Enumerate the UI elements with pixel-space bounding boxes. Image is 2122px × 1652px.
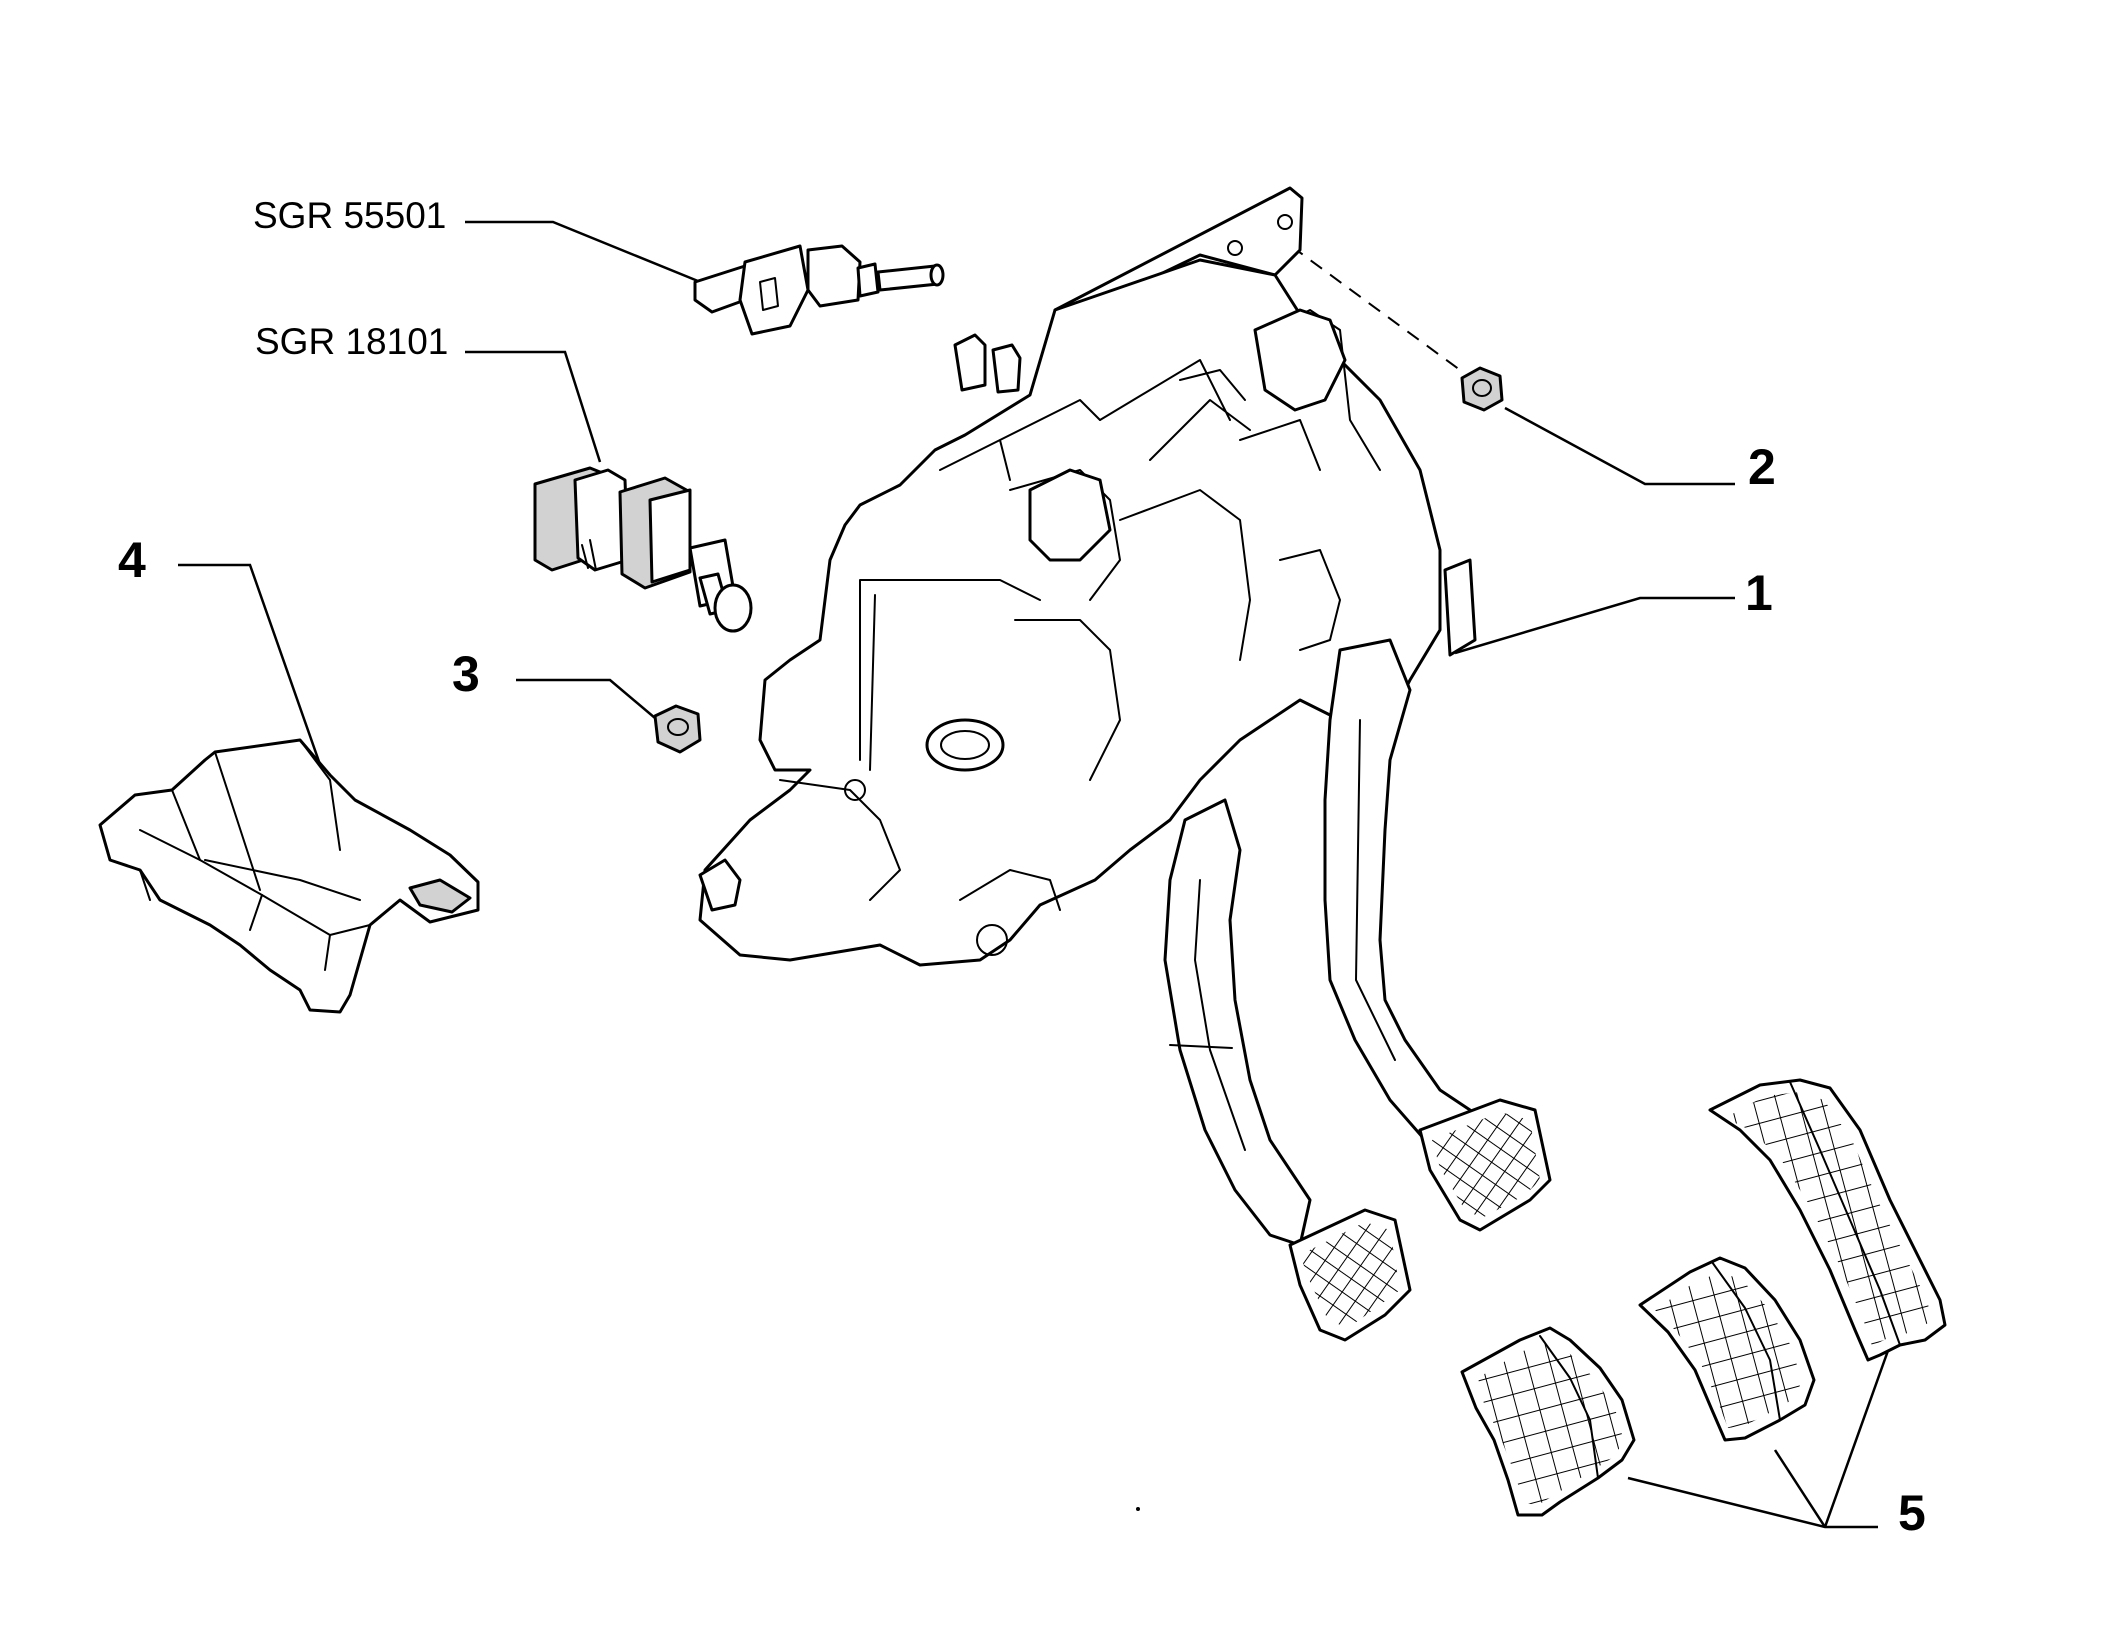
nut-part-2 [1460, 366, 1504, 412]
callout-number-4: 4 [118, 532, 146, 588]
callout-number-5: 5 [1898, 1485, 1926, 1541]
callout-number-1: 1 [1745, 565, 1773, 621]
nut-part-3 [653, 704, 702, 754]
leader-lines [178, 220, 1892, 1529]
callout-sgr-18101: SGR 18101 [255, 321, 448, 362]
pedal-pad-covers-part-5 [1460, 1078, 1947, 1517]
clutch-switch-part [693, 244, 945, 336]
stray-mark [1136, 1507, 1140, 1511]
callout-number-3: 3 [452, 646, 480, 702]
support-cover-part-4 [98, 738, 480, 1014]
brake-light-switch-part [533, 466, 753, 633]
alignment-dashed-line [1271, 231, 1461, 371]
pedal-box-assembly-part-1 [698, 186, 1552, 1342]
callout-sgr-55501: SGR 55501 [253, 195, 446, 236]
callout-number-2: 2 [1748, 439, 1776, 495]
